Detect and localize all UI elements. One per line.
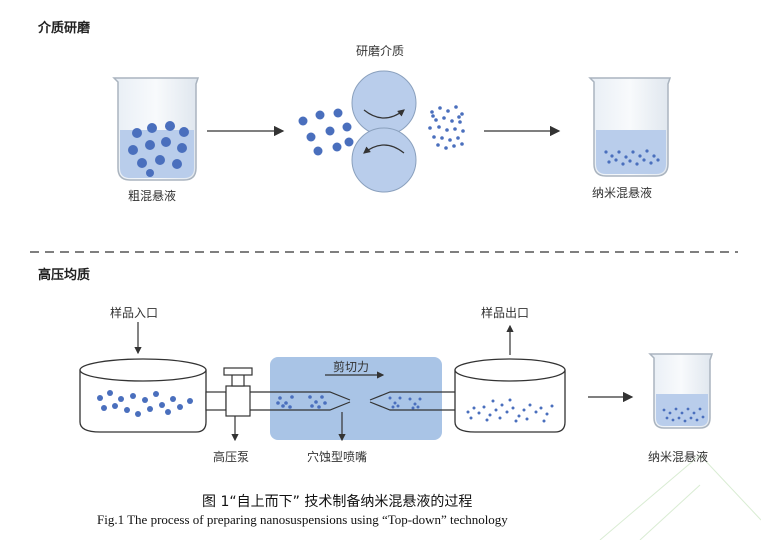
homogenizer-chamber <box>270 357 442 440</box>
nozzle-pipes <box>250 391 455 411</box>
sample-inlet-label: 样品入口 <box>110 306 159 320</box>
caption-english: Fig.1 The process of preparing nanosuspe… <box>97 512 508 527</box>
cavitation-nozzle-label: 穴蚀型喷嘴 <box>307 450 368 464</box>
watermark-lines <box>599 454 761 540</box>
coarse-particles <box>298 108 354 156</box>
nano-suspension-label-1: 纳米混悬液 <box>592 186 653 200</box>
pump-valve <box>205 367 253 417</box>
shear-force-label: 剪切力 <box>333 360 370 374</box>
nano-suspension-beaker-1 <box>588 77 672 177</box>
section-title-homogenization: 高压均质 <box>38 268 91 283</box>
nano-suspension-label-2: 纳米混悬液 <box>648 450 709 464</box>
coarse-suspension-label: 粗混悬液 <box>128 189 177 203</box>
pipe-particles <box>276 395 422 410</box>
grinding-media-label: 研磨介质 <box>356 44 405 58</box>
caption-chinese: 图 1“自上而下” 技术制备纳米混悬液的过程 <box>202 494 473 510</box>
sample-outlet-label: 样品出口 <box>481 306 530 320</box>
inlet-tank <box>79 358 207 433</box>
high-pressure-pump-label: 高压泵 <box>213 450 250 464</box>
section-title-media-milling: 介质研磨 <box>38 21 91 36</box>
fine-particles <box>428 105 465 150</box>
outlet-tank <box>454 358 566 433</box>
nano-suspension-beaker-2 <box>648 353 714 429</box>
grinding-rollers <box>351 70 417 193</box>
coarse-suspension-beaker <box>112 77 200 181</box>
